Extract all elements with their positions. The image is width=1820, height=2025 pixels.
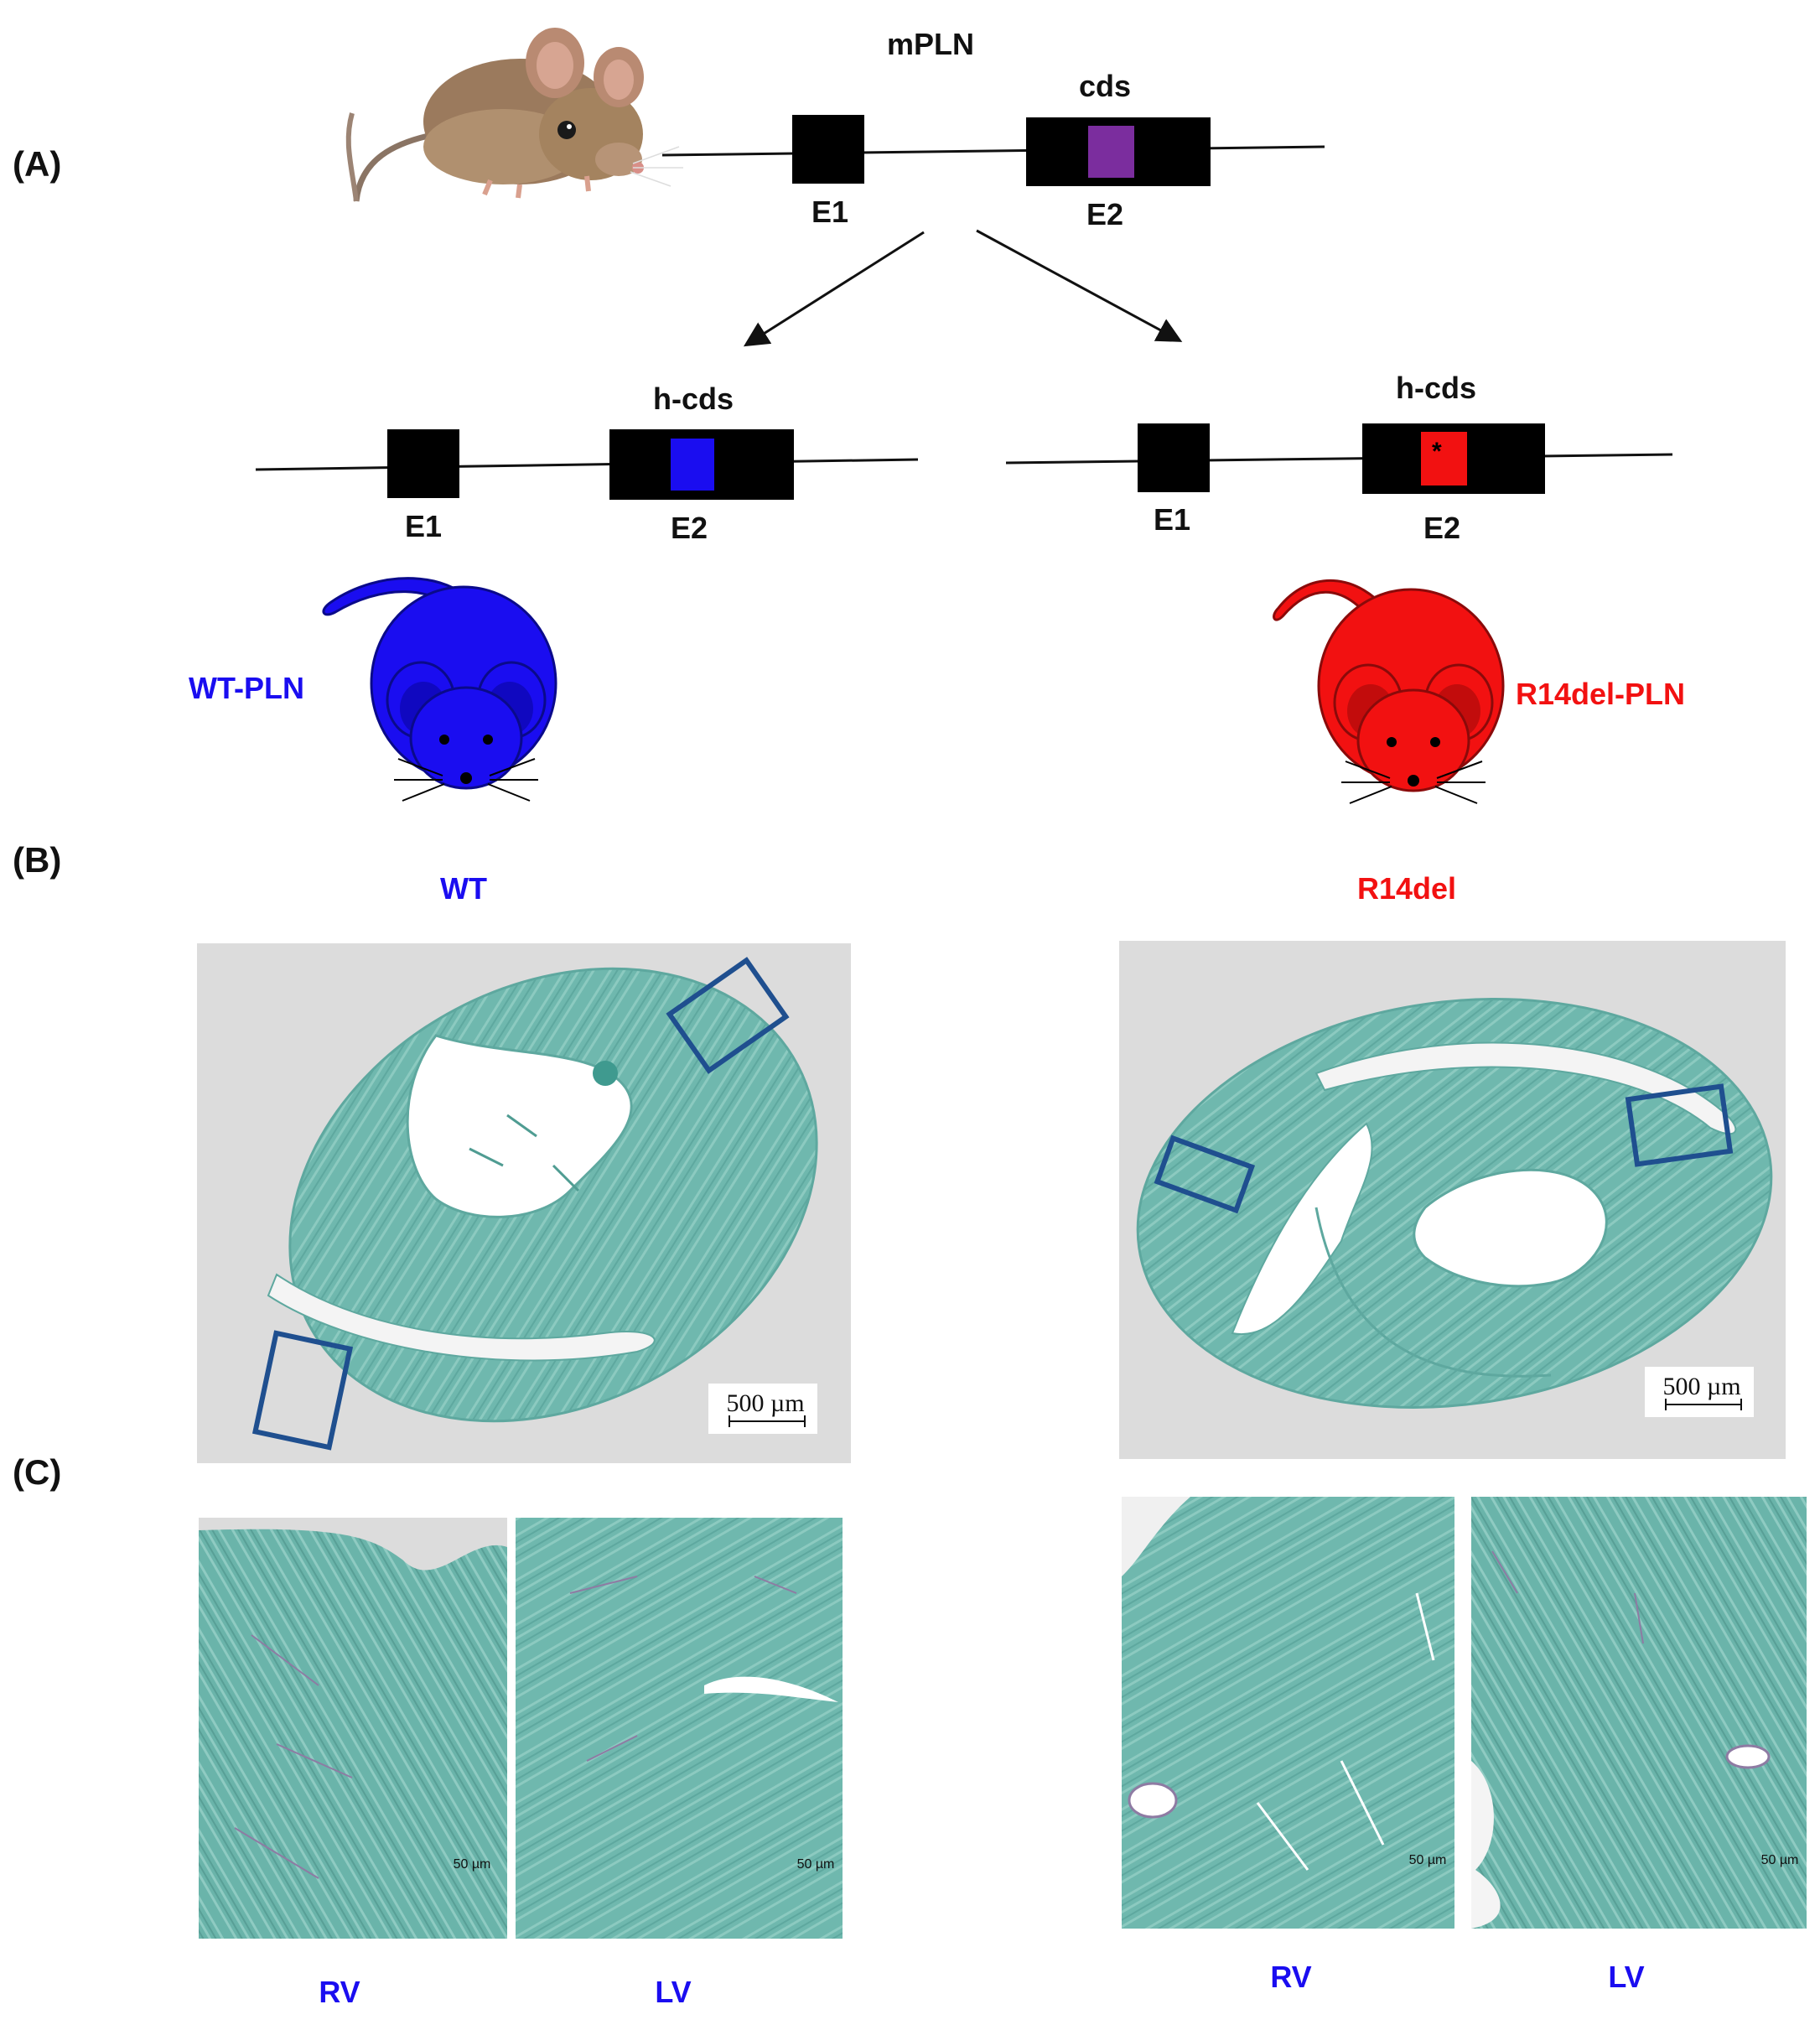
wt-lv-zoom-image xyxy=(516,1518,843,1939)
wt-lv-label: LV xyxy=(655,1975,691,2009)
wt-rv-inset-box xyxy=(251,1330,354,1451)
r14-exon1-box xyxy=(1138,423,1210,492)
r14del-pln-label: R14del-PLN xyxy=(1516,677,1685,711)
wt-pln-label: WT-PLN xyxy=(189,671,304,705)
r14del-rv-zoom-image xyxy=(1122,1497,1454,1929)
wt-e1-label: E1 xyxy=(405,509,442,543)
arrow-to-r14del xyxy=(976,229,1183,342)
r14del-heart-section-image xyxy=(1119,941,1786,1459)
panel-label-b: (B) xyxy=(13,840,61,880)
mutation-asterisk: * xyxy=(1432,438,1442,465)
r14-lv-inset-box xyxy=(1625,1083,1734,1167)
panel-label-c: (C) xyxy=(13,1452,61,1492)
wt-exon1-box xyxy=(387,429,459,498)
wt-section-title: WT xyxy=(440,871,487,906)
r14-e2-label: E2 xyxy=(1423,511,1460,545)
wt-mouse-cartoon xyxy=(322,577,557,802)
wt-e2-label: E2 xyxy=(671,511,708,545)
wt-lv-scale-label: 50 µm xyxy=(797,1857,835,1872)
r14-e1-label: E1 xyxy=(1154,502,1190,537)
top-exon1-box xyxy=(792,115,864,184)
r14del-mouse-cartoon xyxy=(1273,579,1505,804)
wt-hcds-label: h-cds xyxy=(653,382,734,416)
top-cds-box xyxy=(1088,126,1134,178)
r14-hcds-label: h-cds xyxy=(1396,371,1476,405)
r14del-scale-bar-label: 500 µm xyxy=(1662,1373,1740,1400)
r14del-lv-zoom-image xyxy=(1471,1497,1807,1929)
r14del-rv-scale-label: 50 µm xyxy=(1409,1853,1447,1867)
r14del-gene-structure xyxy=(1005,423,1673,494)
wt-gene-structure xyxy=(255,429,919,500)
top-e2-label: E2 xyxy=(1086,197,1123,231)
r14del-section-title: R14del xyxy=(1357,871,1456,906)
mouse-photo xyxy=(345,28,683,202)
r14del-rv-label: RV xyxy=(1270,1960,1311,1994)
arrow-to-wt xyxy=(743,231,925,347)
wt-rv-label: RV xyxy=(319,1975,360,2009)
wt-heart-section-image xyxy=(197,943,851,1463)
r14-hcds-box xyxy=(1421,432,1467,485)
wt-lv-inset-box xyxy=(666,957,790,1074)
wt-scale-bar-label: 500 µm xyxy=(726,1389,804,1417)
top-cds-label: cds xyxy=(1079,69,1131,103)
wt-rv-scale-label: 50 µm xyxy=(454,1857,491,1872)
r14del-lv-scale-label: 50 µm xyxy=(1761,1853,1799,1867)
wt-rv-zoom-image xyxy=(199,1518,507,1939)
wt-hcds-box xyxy=(671,439,714,491)
top-e1-label: E1 xyxy=(811,195,848,229)
r14del-lv-label: LV xyxy=(1608,1960,1644,1994)
mouse-gene-structure xyxy=(661,115,1325,186)
panel-label-a: (A) xyxy=(13,144,61,184)
r14-rv-inset-box xyxy=(1154,1135,1256,1214)
gene-title: mPLN xyxy=(887,27,974,61)
